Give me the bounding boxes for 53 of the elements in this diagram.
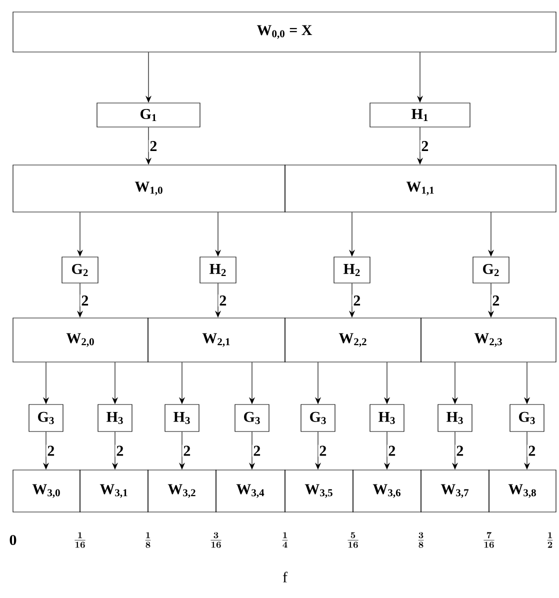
filter-box: H$_{3}$ [438,404,472,432]
wavelet-box: W$_{1,1}$ [284,164,556,212]
edge-label: 2 [352,294,362,306]
wavelet-box: W$_{3,1}$ [80,470,148,512]
wavelet-box: W$_{3,5}$ [284,470,354,512]
filter-box: G$_{3}$ [28,404,64,432]
wavelet-box: W$_{3,8}$ [488,470,556,512]
filter-box: H$_{3}$ [164,404,200,432]
tick-label: $\frac{3}{16}$ [210,532,222,548]
wavelet-box: W$_{2,1}$ [148,318,286,362]
wavelet-box: W$_{3,6}$ [352,470,422,512]
edge-label: 2 [387,444,397,457]
axis-label: 0 [10,534,16,546]
edge-label: 2 [80,294,90,306]
filter-box: G$_{3}$ [510,404,544,432]
edge-label: 2 [148,140,158,152]
wavelet-box: W$_{0,0}$ = X [12,12,556,52]
edge-label: 2 [46,444,56,457]
filter-box: H$_{3}$ [98,404,132,432]
filter-box: G$_{1}$ [96,102,200,128]
filter-box: G$_{2}$ [62,256,98,284]
edge-label: 2 [455,444,465,457]
edge-label: 2 [182,444,192,457]
edge-label: 2 [527,444,537,457]
tick-label: $\frac{3}{8}$ [418,532,424,548]
tick-label: $\frac{5}{16}$ [348,532,358,548]
filter-box: G$_{3}$ [300,404,336,432]
wavelet-box: W$_{2,3}$ [420,318,556,362]
wavelet-box: W$_{2,0}$ [12,318,148,362]
edge-label: 2 [491,294,501,306]
filter-box: H$_{3}$ [370,404,404,432]
edge-label: 2 [218,294,228,306]
tick-label: $\frac{7}{16}$ [484,532,494,548]
filter-box: H$_{1}$ [370,102,470,128]
edge-label: 2 [420,140,430,152]
wavelet-box: W$_{3,2}$ [148,470,216,512]
wavelet-box: W$_{2,2}$ [284,318,422,362]
edge-label: 2 [115,444,125,457]
tick-label: $\frac{1}{2}$ [547,532,553,548]
wavelet-box: W$_{3,7}$ [420,470,490,512]
filter-box: G$_{3}$ [234,404,270,432]
tick-label: $\frac{1}{16}$ [74,532,86,548]
tick-label: $\frac{1}{8}$ [145,532,151,548]
tick-label: $\frac{1}{4}$ [282,532,288,548]
wavelet-box: W$_{3,4}$ [216,470,286,512]
filter-box: H$_{2}$ [334,256,370,284]
filter-box: G$_{2}$ [472,256,510,284]
wavelet-box: W$_{1,0}$ [12,164,286,212]
edge-label: 2 [252,444,262,457]
wavelet-box: W$_{3,0}$ [12,470,80,512]
edge-label: 2 [318,444,328,457]
filter-box: H$_{2}$ [200,256,236,284]
axis-title: f [282,572,288,582]
